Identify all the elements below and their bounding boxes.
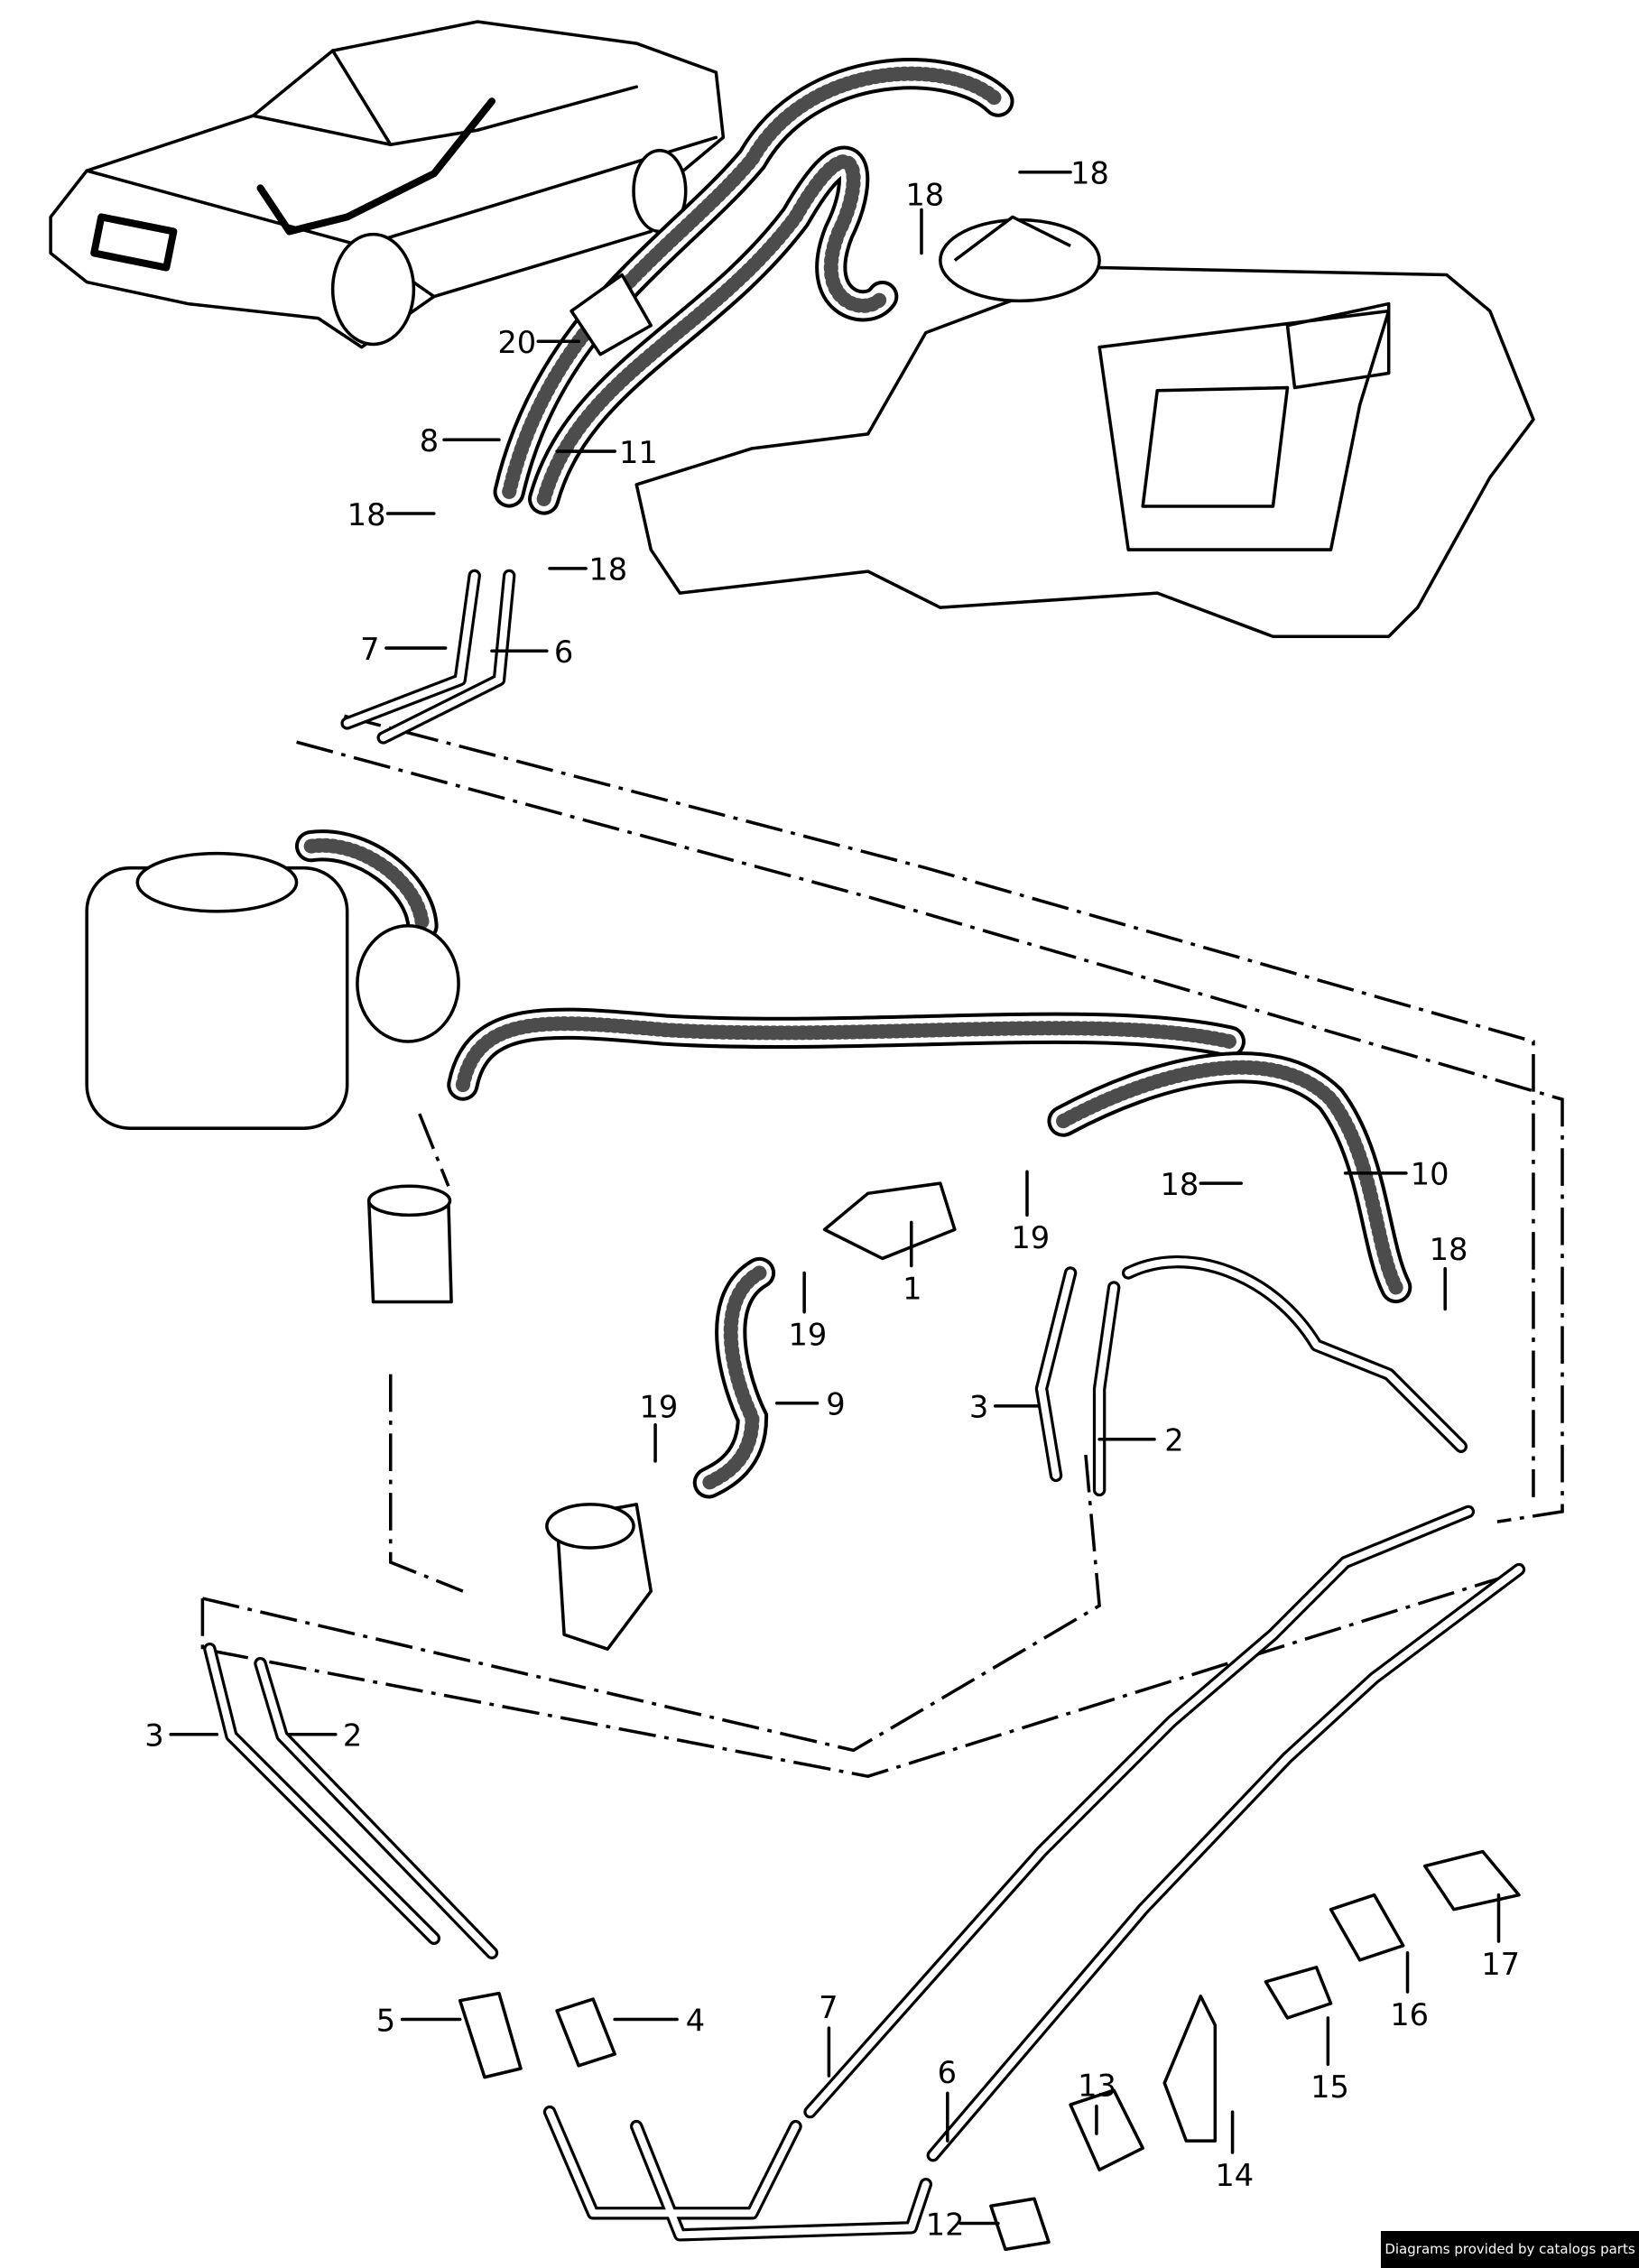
clip-20 bbox=[569, 273, 653, 356]
callout-18: 18 bbox=[1070, 156, 1109, 191]
callout-16: 16 bbox=[1390, 1997, 1429, 2032]
callout-18: 18 bbox=[347, 497, 386, 532]
callout-6: 6 bbox=[938, 2055, 957, 2090]
callout-14: 14 bbox=[1215, 2158, 1254, 2193]
fuel-tank bbox=[634, 215, 1535, 638]
clip-13 bbox=[1069, 2088, 1144, 2171]
callout-11: 11 bbox=[619, 435, 658, 470]
routing-line bbox=[344, 714, 1535, 1497]
callout-7: 7 bbox=[360, 632, 379, 667]
callout-19: 19 bbox=[789, 1318, 828, 1353]
clip-15 bbox=[1264, 1966, 1333, 2020]
callouts: 18 18 20 8 11 18 18 7 6 10 18 18 19 1 19… bbox=[144, 156, 1520, 2243]
callout-13: 13 bbox=[1078, 2068, 1116, 2103]
callout-19: 19 bbox=[639, 1390, 678, 1425]
union-nut-4 bbox=[555, 1997, 616, 2068]
callout-6: 6 bbox=[554, 634, 573, 670]
callout-8: 8 bbox=[420, 423, 439, 458]
callout-5: 5 bbox=[376, 2003, 395, 2038]
leader-lines bbox=[169, 170, 1501, 2226]
callout-18: 18 bbox=[1160, 1167, 1199, 1202]
credit-footer: Diagrams provided by catalogs parts bbox=[1381, 2231, 1639, 2268]
fuel-lines bbox=[203, 569, 1526, 2242]
fuel-pump bbox=[822, 1181, 957, 1261]
routing-line bbox=[388, 1113, 464, 1593]
callout-7: 7 bbox=[819, 1990, 838, 2025]
union-nut-5 bbox=[458, 1991, 523, 2079]
hoses bbox=[294, 58, 1412, 1499]
bracket-14 bbox=[1162, 1995, 1218, 2143]
callout-15: 15 bbox=[1310, 2069, 1349, 2105]
routing-line bbox=[201, 1446, 1101, 1753]
callout-3: 3 bbox=[144, 1718, 163, 1754]
callout-2: 2 bbox=[343, 1718, 362, 1754]
components bbox=[85, 273, 1521, 2252]
callout-18: 18 bbox=[1430, 1232, 1468, 1267]
clip-12 bbox=[989, 2197, 1051, 2252]
callout-19: 19 bbox=[1011, 1220, 1050, 1255]
callout-17: 17 bbox=[1481, 1947, 1520, 1982]
car-illustration bbox=[49, 20, 726, 349]
callout-18: 18 bbox=[905, 178, 944, 213]
callout-12: 12 bbox=[926, 2207, 965, 2242]
callout-1: 1 bbox=[903, 1271, 921, 1306]
callout-10: 10 bbox=[1411, 1157, 1449, 1192]
callout-2: 2 bbox=[1164, 1423, 1183, 1458]
clip-17 bbox=[1422, 1849, 1521, 1912]
routing-line bbox=[296, 740, 1564, 1523]
callout-18: 18 bbox=[588, 552, 627, 588]
callout-4: 4 bbox=[686, 2003, 705, 2038]
callout-3: 3 bbox=[969, 1390, 988, 1425]
clip-16 bbox=[1329, 1893, 1405, 1962]
callout-9: 9 bbox=[826, 1387, 845, 1422]
routing-line bbox=[200, 1575, 1505, 1779]
callout-20: 20 bbox=[497, 325, 536, 360]
